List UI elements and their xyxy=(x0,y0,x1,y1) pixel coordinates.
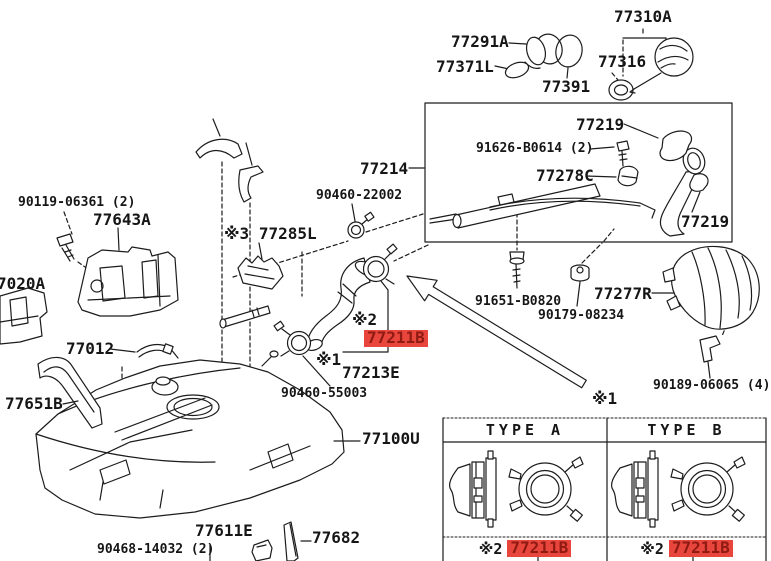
filler-pipe-box xyxy=(408,102,733,243)
support-77611E-drawing xyxy=(209,539,273,561)
note-1-right: ※1 xyxy=(592,389,618,408)
part-label-77291A: 77291A xyxy=(451,32,509,51)
part-label-77213E: 77213E xyxy=(342,363,400,382)
table-part-77211B-b: 77211B xyxy=(668,539,733,557)
note-1-hose: ※1 xyxy=(316,350,342,369)
part-label-77211B-highlighted: 77211B xyxy=(364,329,428,347)
direction-arrow xyxy=(406,275,587,389)
clamp-type-drawing xyxy=(448,450,584,528)
table-note-a: ※2 xyxy=(478,540,503,558)
cushion-77653A-drawing xyxy=(238,142,264,203)
note-2-hose: ※2 xyxy=(352,310,378,329)
part-label-90179-08234: 90179-08234 xyxy=(538,308,625,323)
bracket-77285L-drawing xyxy=(219,242,284,329)
bracket-77020A-drawing xyxy=(0,287,48,345)
part-label-77371L: 77371L xyxy=(436,57,494,76)
bracket-77643A-drawing xyxy=(77,227,179,317)
part-label-77682: 77682 xyxy=(312,528,361,547)
part-label-90119-06361: 90119-06361 (2) xyxy=(18,195,136,210)
part-label-77643A: 77643A xyxy=(93,210,151,229)
part-label-77310A: 77310A xyxy=(614,7,672,26)
part-label-91651-B0820: 91651-B0820 xyxy=(475,294,562,309)
part-label-77219-right: 77219 xyxy=(681,212,730,231)
table-row-type-b: ※2 77211B xyxy=(607,539,766,558)
part-label-77391: 77391 xyxy=(542,77,591,96)
part-label-77100U: 77100U xyxy=(362,429,420,448)
part-label-77611E: 77611E xyxy=(195,521,253,540)
part-label-90460-22002: 90460-22002 xyxy=(316,188,403,203)
protector-77682-drawing xyxy=(283,521,312,561)
type-table-grid xyxy=(442,417,767,561)
bolt-91651-drawing xyxy=(509,251,525,289)
filler-pipe-assembly-drawing xyxy=(429,123,709,237)
part-label-90189-06065: 90189-06065 (4) xyxy=(653,378,771,393)
part-label-77012: 77012 xyxy=(66,339,115,358)
nut-90179-drawing xyxy=(570,264,590,307)
bolt-90119-drawing xyxy=(56,233,75,262)
part-label-90460-55003: 90460-55003 xyxy=(281,386,368,401)
part-label-90468-14032: 90468-14032 (2) xyxy=(97,542,215,557)
part-label-77316: 77316 xyxy=(598,52,647,71)
part-label-77020A: 7020A xyxy=(0,274,46,293)
part-label-91626-B0614: 91626-B0614 (2) xyxy=(476,141,594,156)
table-header-type-a: TYPE A xyxy=(485,421,565,439)
part-label-77285L: ※3 77285L xyxy=(224,224,317,243)
table-note-b: ※2 xyxy=(640,540,664,558)
part-label-77277R: 77277R xyxy=(594,284,652,303)
table-row-type-a: ※2 77211B xyxy=(443,539,607,558)
hose-77213E-drawing xyxy=(273,243,398,387)
cushion-77652A-drawing xyxy=(195,118,243,159)
canister-77277R-drawing xyxy=(651,245,760,379)
table-part-77211B-a: 77211B xyxy=(507,539,572,557)
fuel-cap-group-drawing xyxy=(494,33,694,101)
table-header-type-b: TYPE B xyxy=(647,421,726,439)
part-label-77214: 77214 xyxy=(360,159,409,178)
part-label-77278C: 77278C xyxy=(536,166,594,185)
fuel-tank-drawing xyxy=(35,343,361,519)
part-label-77651B: 77651B xyxy=(5,394,63,413)
clamp-90460-22002-drawing xyxy=(347,203,375,239)
part-label-77219-top: 77219 xyxy=(576,115,625,134)
